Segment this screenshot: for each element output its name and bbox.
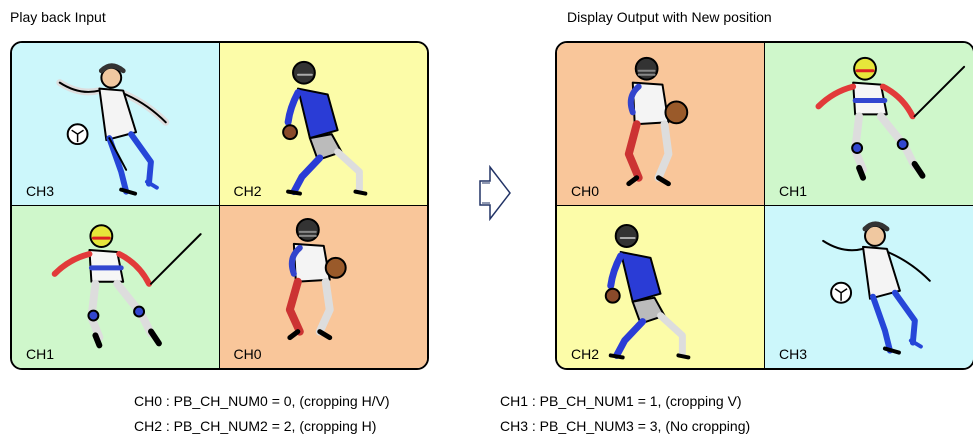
ch1-note: CH1 : PB_CH_NUM1 = 1, (cropping V) bbox=[500, 393, 742, 409]
soccer-player-icon bbox=[822, 220, 931, 355]
output-cell-ch0: CH0 bbox=[557, 43, 765, 206]
channel-label: CH3 bbox=[26, 182, 55, 199]
skier-icon bbox=[51, 223, 202, 348]
channel-label: CH1 bbox=[779, 182, 808, 199]
input-cell-ch3: CH3 bbox=[12, 43, 220, 206]
baseball-runner-icon bbox=[604, 223, 691, 359]
baseball-runner-icon bbox=[281, 60, 367, 196]
output-cell-ch2: CH2 bbox=[557, 205, 765, 368]
ch0-note: CH0 : PB_CH_NUM0 = 0, (cropping H/V) bbox=[134, 393, 390, 409]
input-title: Play back Input bbox=[10, 9, 106, 25]
channel-label: CH2 bbox=[571, 346, 600, 362]
ch2-note: CH2 : PB_CH_NUM2 = 2, (cropping H) bbox=[134, 418, 377, 434]
channel-label: CH2 bbox=[233, 182, 262, 199]
playback-input-grid: CH3 CH2 bbox=[10, 41, 429, 370]
output-cell-ch1: CH1 bbox=[765, 43, 973, 206]
input-cell-ch0: CH0 bbox=[219, 205, 427, 368]
channel-label: CH0 bbox=[233, 346, 262, 362]
output-cell-ch3: CH3 bbox=[765, 205, 973, 368]
channel-label: CH3 bbox=[779, 346, 808, 362]
baseball-catcher-icon bbox=[285, 217, 347, 340]
channel-label: CH0 bbox=[571, 182, 600, 199]
right-arrow-icon bbox=[479, 165, 511, 221]
output-title: Display Output with New position bbox=[567, 9, 772, 25]
input-cell-ch1: CH1 bbox=[12, 205, 220, 368]
ch3-note: CH3 : PB_CH_NUM3 = 3, (No cropping) bbox=[500, 418, 751, 434]
baseball-catcher-icon bbox=[624, 56, 689, 187]
display-output-grid: CH0 CH1 bbox=[555, 41, 973, 370]
skier-icon bbox=[815, 56, 966, 181]
input-cell-ch2: CH2 bbox=[219, 43, 427, 206]
soccer-player-icon bbox=[56, 63, 170, 196]
channel-label: CH1 bbox=[26, 346, 55, 362]
